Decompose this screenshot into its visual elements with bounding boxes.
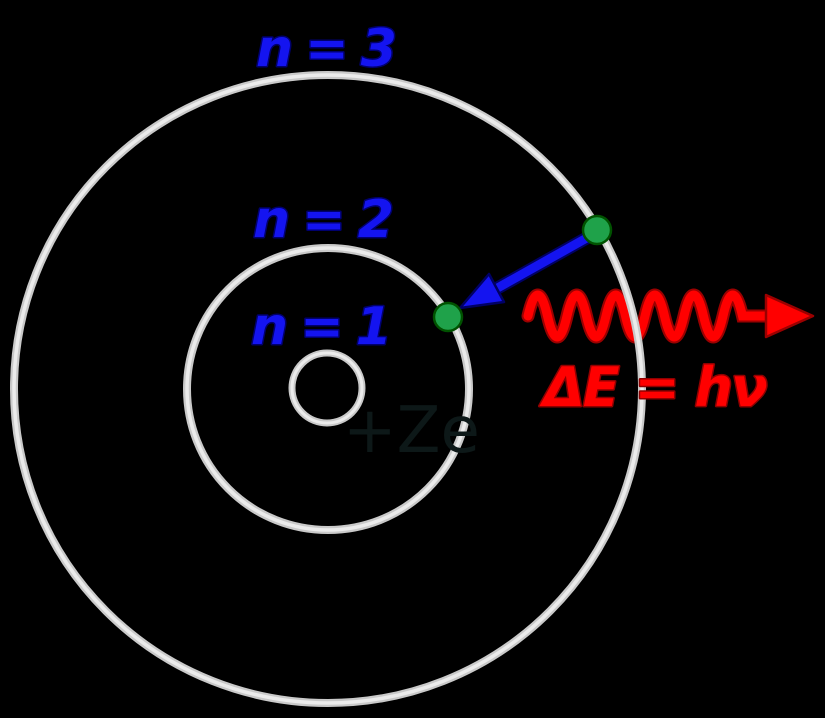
- orbits: [10, 71, 646, 707]
- transition-arrowhead-icon: [458, 272, 506, 310]
- orbit-n2-highlight: [185, 246, 471, 532]
- orbit-n3-highlight: [12, 73, 644, 705]
- electron-dot-n2: [432, 301, 464, 333]
- nucleus-label: +Ze: [343, 394, 480, 468]
- transition-arrow-line: [489, 230, 597, 295]
- photon-arrowhead-icon: [764, 293, 815, 339]
- orbit-label-n1: n = 1: [251, 297, 389, 357]
- electron-dot-n3: [581, 214, 613, 246]
- orbit-label-n2: n = 2: [253, 190, 392, 250]
- orbit-label-n3: n = 3: [256, 19, 395, 79]
- photon-equation: ΔE = hν: [539, 356, 767, 419]
- transition-arrow: [458, 228, 599, 310]
- orbit-n1-highlight: [290, 351, 364, 425]
- photon-wave-line: [523, 290, 775, 342]
- photon-wave-arrow: [521, 288, 815, 344]
